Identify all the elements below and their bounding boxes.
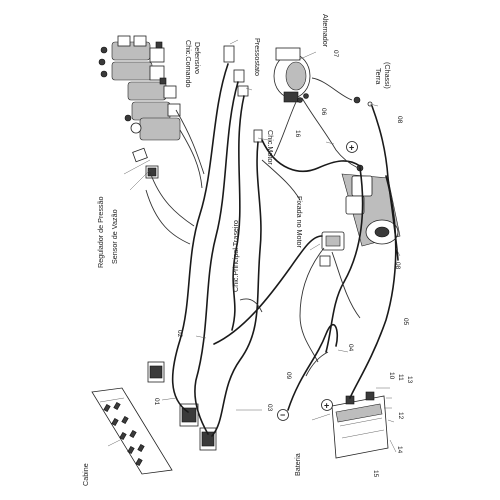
item-13: 13: [406, 376, 413, 384]
leader-lines: [107, 39, 401, 453]
item-15: 15: [372, 470, 379, 478]
item-01: 01: [153, 398, 160, 406]
item-04: 04: [347, 344, 354, 352]
item-05: 05: [402, 318, 409, 326]
command-connectors: [223, 45, 263, 143]
item-07: 07: [332, 50, 339, 58]
label-chassi: (Chassi): [383, 62, 392, 89]
alternator: [273, 47, 311, 103]
item-08-upper: 08: [396, 116, 403, 124]
cabin-panel: [91, 387, 173, 475]
wiring-harness: [145, 63, 399, 437]
item-14: 14: [396, 446, 403, 454]
valve-assembly: [98, 35, 181, 141]
label-alternador: Alternador: [321, 14, 330, 48]
item-09: 09: [285, 372, 292, 380]
item-11: 11: [397, 374, 404, 381]
item-02: 02: [176, 330, 183, 338]
label-chic-principal-traseiro: Chic.Principal Traseiro: [231, 220, 240, 292]
negative-symbol: −: [280, 410, 285, 420]
sensor-connectors: [132, 147, 159, 179]
item-10: 10: [388, 372, 395, 380]
positive-symbol-bottom: +: [324, 401, 329, 411]
battery: [331, 391, 389, 459]
label-chic-motor: Chic.Motor: [266, 130, 275, 165]
item-03: 03: [266, 404, 273, 412]
label-defensivo: Defensivo: [193, 42, 202, 74]
terminal-symbols: + + −: [277, 141, 358, 421]
item-08-lower: 08: [394, 262, 401, 270]
cabin-connectors: [147, 361, 217, 451]
label-sensor-vazao: Sensor de Vazão: [110, 209, 119, 264]
item-12: 12: [397, 412, 404, 420]
label-fixada-motor: Fixada no Motor: [295, 196, 304, 249]
label-terra: Terra: [374, 68, 383, 84]
item-06: 06: [320, 108, 327, 116]
label-bateria: Bateria: [293, 453, 302, 476]
label-chic-comando: Chic.Comando: [184, 40, 193, 88]
chassis-ground: [353, 96, 373, 107]
label-regulador-pressao: Regulador de Pressão: [96, 196, 105, 268]
label-cabine: Cabine: [81, 463, 90, 486]
relay-block: [319, 231, 345, 267]
item-16: 16: [294, 130, 301, 138]
label-pressostato: Pressostato: [253, 38, 262, 76]
positive-symbol-top: +: [349, 143, 354, 153]
